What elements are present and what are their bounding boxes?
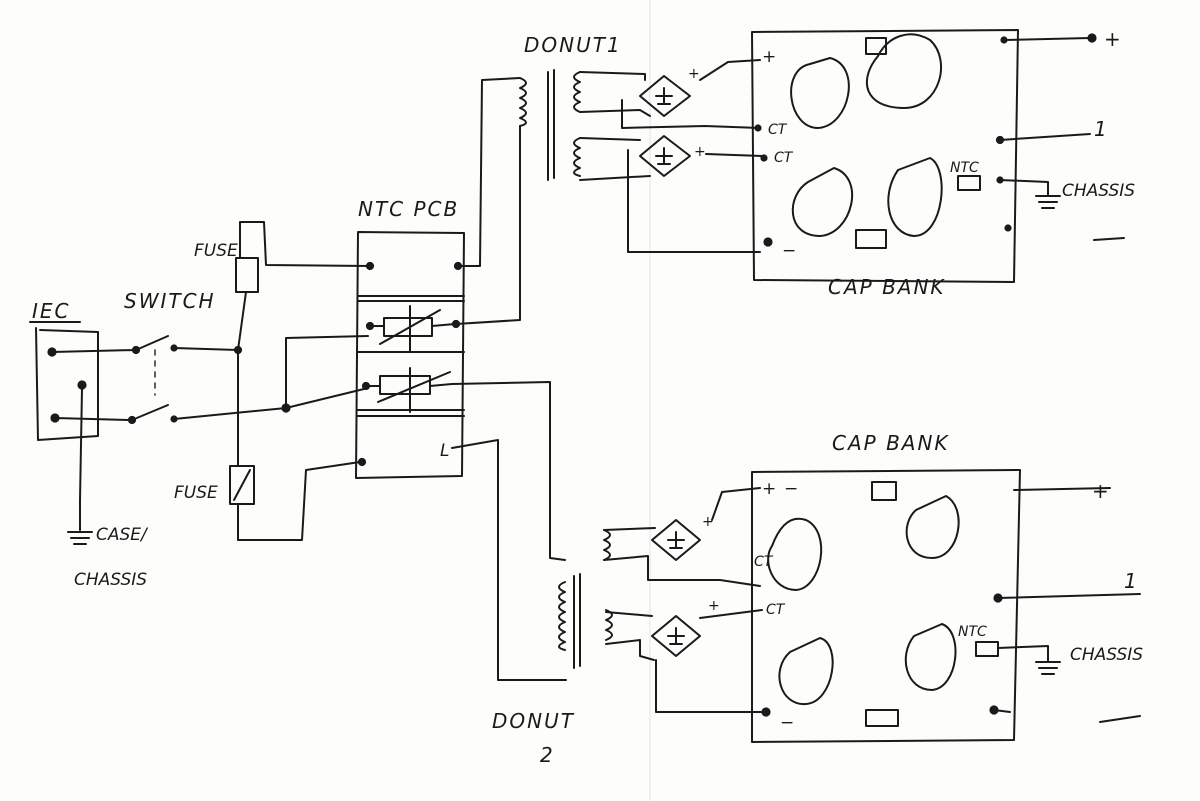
capbank-bottom-ntc-body (975, 641, 999, 657)
iec-label: IEC (32, 299, 71, 323)
capbank-top-label: CAP BANK (828, 275, 946, 299)
out-bottom-plus: + (1092, 479, 1111, 503)
donut2-number: 2 (540, 743, 555, 767)
ntc-pcb-label: NTC PCB (358, 197, 459, 221)
donut1-secondary-coil-2 (573, 137, 581, 177)
fuse-top-label: FUSE (194, 241, 238, 261)
capbank-top-pad-2 (855, 229, 887, 249)
capbank-bottom-label: CAP BANK (832, 431, 950, 455)
fuse-top-body (235, 257, 259, 293)
out-top-plus: + (1104, 27, 1123, 51)
wire-switch-n (173, 407, 287, 420)
capbank-top-ct1: CT (768, 122, 788, 138)
ntc-l-marker: L (440, 441, 449, 461)
out-bottom-chassis: CHASSIS (1070, 645, 1143, 665)
donut2-transformer: DONUT 2 (492, 529, 613, 767)
fuse-bottom-body (229, 465, 255, 505)
capbank-top-outputs: + 1 CHASSIS (999, 27, 1135, 241)
wire-ntc-donut2-b (451, 439, 567, 681)
bridge-rectifier-1: + (579, 59, 761, 129)
out-top-ground: 1 (1094, 117, 1109, 141)
capbank-top-outline (751, 29, 1019, 283)
rect3-plus: + (702, 514, 714, 530)
wire-n-to-ntc1 (285, 335, 369, 409)
rect1-plus-wire (699, 59, 761, 81)
switch: SWITCH (51, 289, 216, 425)
switch-label: SWITCH (124, 289, 216, 313)
iec-body (35, 327, 99, 441)
wire-fuse-rail (237, 291, 247, 467)
cap-7 (778, 637, 834, 706)
capbank-top: + CT CT − NTC (751, 29, 1019, 283)
donut2-secondary-coil-1 (603, 529, 611, 561)
cap-3 (791, 167, 854, 237)
iec-terminal-e (77, 380, 87, 390)
donut1-label: DONUT1 (524, 33, 622, 57)
capbank-top-minus: − (782, 241, 796, 261)
capbank-top-ct2: CT (774, 150, 794, 166)
donut2-secondary-coil-2 (605, 609, 613, 641)
rect2-plus: + (694, 144, 706, 160)
bridge-rectifier-4: + (605, 598, 763, 713)
donut2-label: DONUT (492, 709, 575, 733)
wire-ntc-donut1-b (455, 125, 521, 325)
case-chassis-label-2: CHASSIS (74, 570, 147, 590)
cap-1 (790, 57, 850, 129)
capbank-bottom-plus: + (762, 479, 776, 499)
wire-switch-l (173, 347, 239, 351)
cap-8 (904, 623, 957, 691)
donut1-primary-coil (519, 77, 527, 127)
iec-inlet: IEC (29, 299, 99, 441)
capbank-bottom-pad-1 (871, 481, 897, 501)
ntc-pcb-outline (355, 231, 465, 479)
bridge-rectifier-3: + (603, 487, 761, 587)
capbank-bottom-ct1: CT (754, 554, 774, 570)
capbank-bottom-minus-top: − (784, 479, 798, 499)
wire-n-to-ntc2 (285, 387, 369, 409)
fuse-top: FUSE (194, 221, 371, 293)
case-chassis-label-1: CASE/ (96, 525, 149, 545)
capbank-bottom-pad-2 (865, 709, 899, 727)
capbank-top-pad-1 (865, 37, 887, 55)
rect4-plus: + (708, 598, 720, 614)
out-bottom-ground: 1 (1124, 569, 1139, 593)
donut2-primary-coil (558, 581, 566, 651)
bridge-rectifier-2: + (579, 135, 763, 253)
donut1-secondary-coil-1 (573, 71, 581, 113)
case-chassis-ground: CASE/ CHASSIS (67, 388, 149, 590)
fuse-bottom-label: FUSE (174, 483, 218, 503)
donut1-transformer: DONUT1 (519, 33, 622, 181)
capbank-bottom-ct2: CT (766, 602, 786, 618)
capbank-bottom-ntc: NTC (958, 624, 987, 640)
cap-4 (887, 157, 943, 237)
fuse-bottom: FUSE (174, 461, 361, 541)
capbank-top-ntc-body (957, 175, 981, 191)
capbank-bottom-outputs: + 1 CHASSIS (993, 479, 1143, 723)
capbank-top-plus: + (762, 47, 776, 67)
cap-5 (767, 517, 823, 591)
capbank-top-ntc: NTC (950, 160, 979, 176)
wire-ntc-donut2-a (451, 381, 566, 561)
capbank-bottom-minus: − (780, 713, 794, 733)
wire-ntc-donut1-a (457, 77, 521, 267)
out-top-chassis: CHASSIS (1062, 181, 1135, 201)
ntc-pcb: NTC PCB L (355, 197, 465, 479)
cap-6 (905, 495, 960, 559)
rect1-plus: + (688, 66, 700, 82)
capbank-bottom: + − CT CT − NTC (751, 469, 1021, 743)
cap-2 (865, 33, 942, 109)
capbank-bottom-outline (751, 469, 1021, 743)
